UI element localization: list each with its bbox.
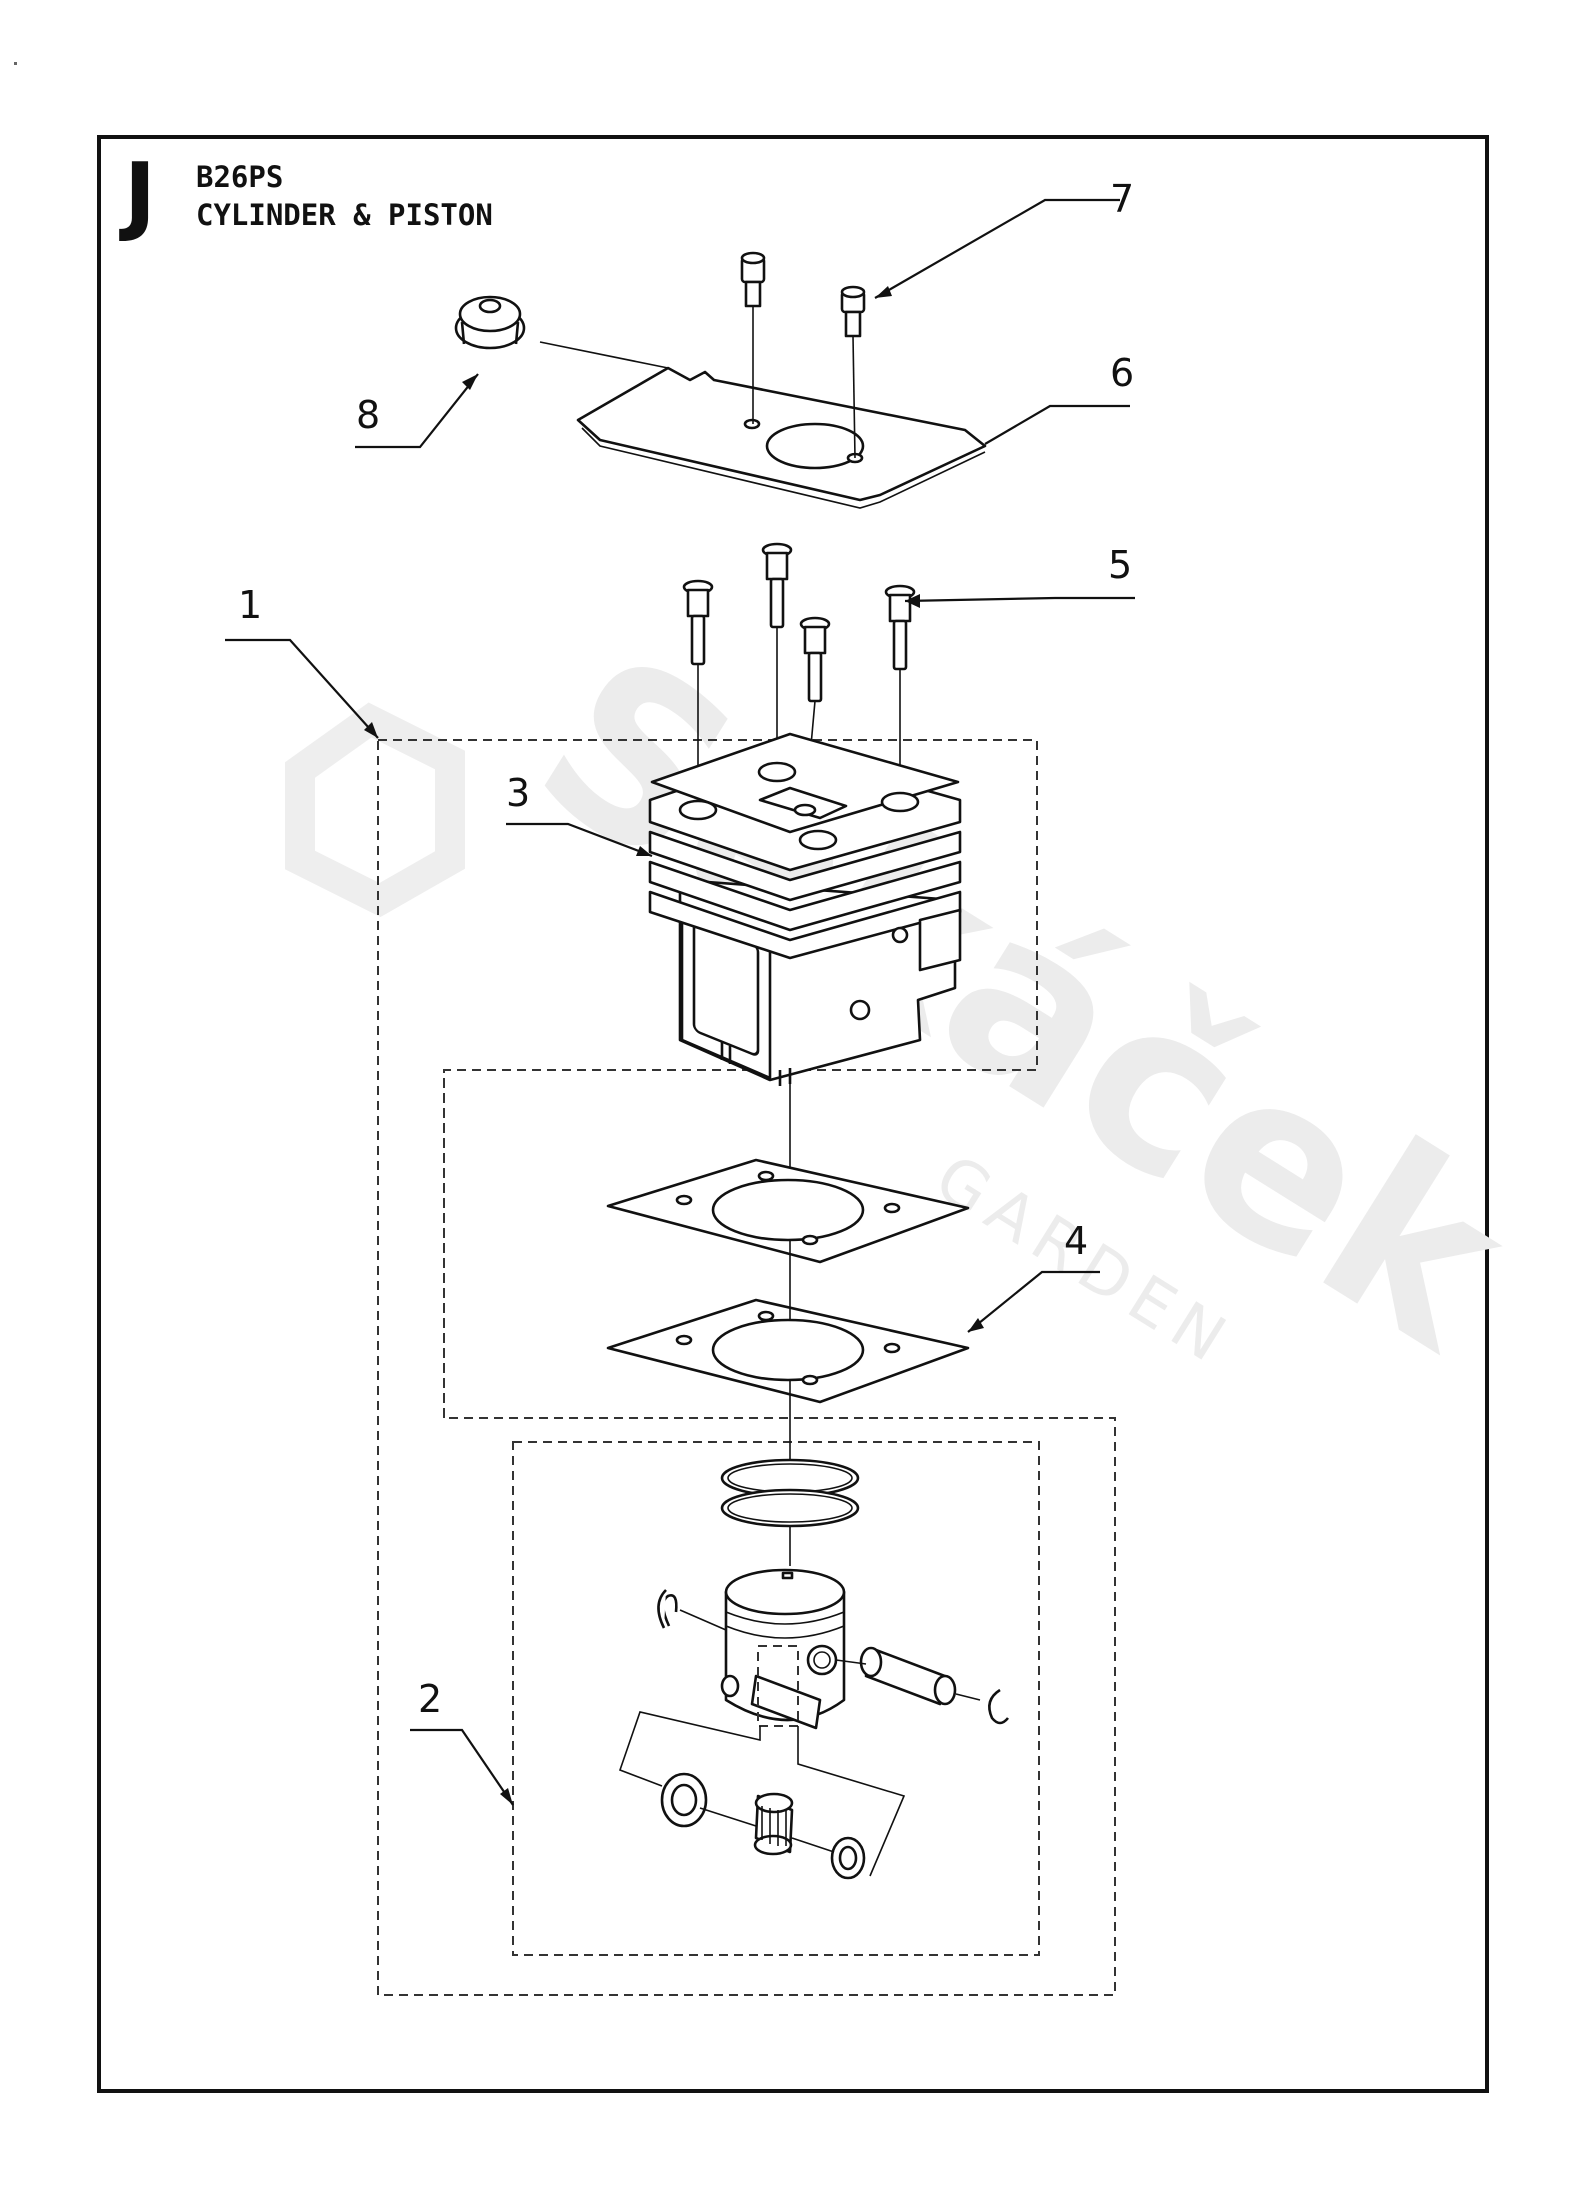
piston: [720, 1568, 846, 1730]
part-4-gaskets: [606, 1158, 970, 1404]
corner-dot: [14, 62, 17, 65]
callout-8: 8: [356, 393, 380, 437]
callout-3: 3: [506, 771, 530, 815]
part-7-plate-screws: [740, 251, 866, 338]
leader-lines: [225, 198, 1135, 1806]
piston-pin: [859, 1646, 957, 1706]
callout-7: 7: [1110, 177, 1134, 221]
callout-6: 6: [1110, 351, 1134, 395]
assembly-group-outlines: [377, 739, 1116, 1996]
diagram-title: CYLINDER & PISTON: [196, 198, 493, 232]
watermark-brand: Sekáček: [496, 604, 1553, 1403]
callout-1: 1: [238, 583, 262, 627]
callout-5: 5: [1108, 543, 1132, 587]
circlip-left: [657, 1589, 678, 1629]
callout-2: 2: [418, 1677, 442, 1721]
circlip-right: [988, 1688, 1010, 1725]
callout-labels: 1 2 3 4 5 6 7 8: [238, 177, 1134, 1721]
needle-bearing-washers: [660, 1772, 866, 1880]
part-3-cylinder: [648, 732, 962, 1086]
part-6-plate: [576, 366, 987, 509]
callout-4: 4: [1064, 1219, 1088, 1263]
section-letter: J: [124, 145, 156, 245]
part-8-grommet: [454, 295, 526, 350]
diagram-frame: [97, 135, 1489, 2093]
piston-rings: [720, 1458, 860, 1528]
model-code: B26PS: [196, 160, 284, 194]
watermark-logo: [285, 702, 465, 918]
